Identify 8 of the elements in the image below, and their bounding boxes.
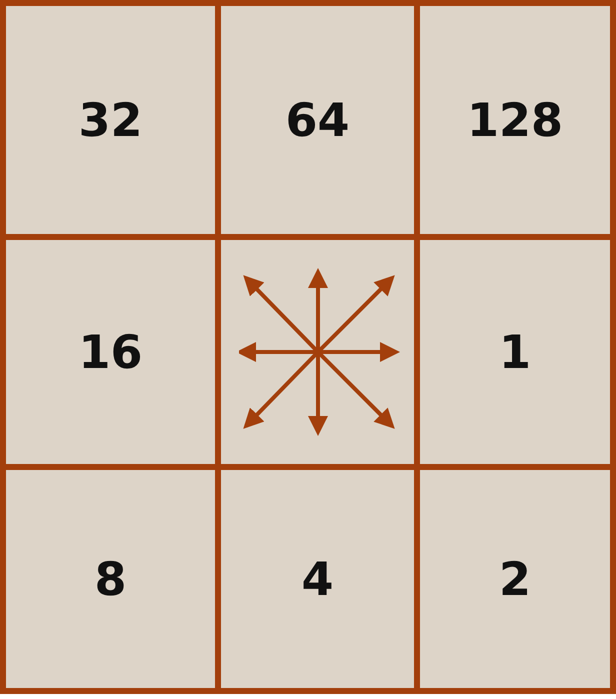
cell-number: 1 [498,325,531,379]
cell-number: 4 [301,552,334,606]
cell-number: 128 [466,93,564,147]
cell-number: 2 [498,552,531,606]
cell-number: 64 [285,93,350,147]
cell-number: 32 [78,93,142,147]
cell-number: 16 [78,325,142,379]
cell-number: 8 [94,552,126,606]
